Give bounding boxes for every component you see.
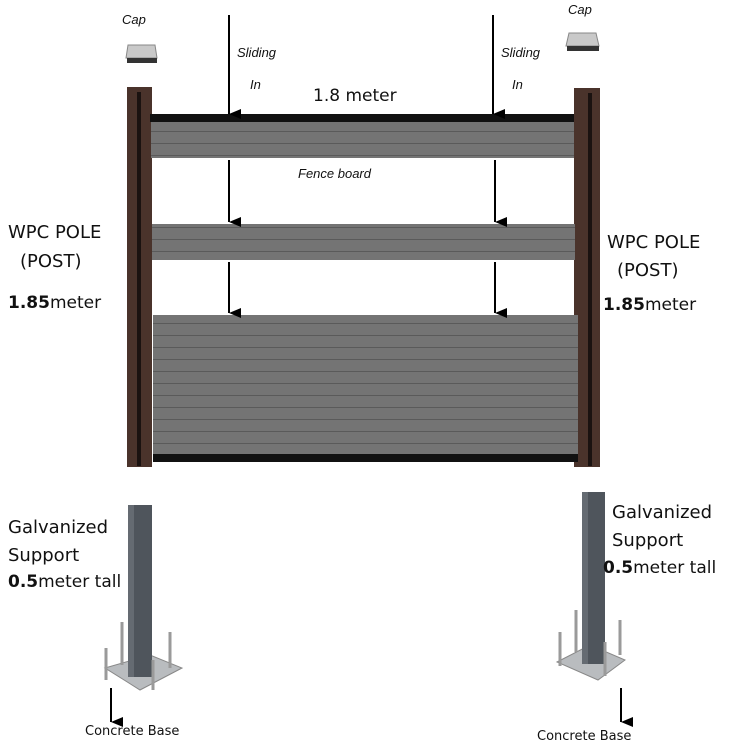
fence-board-label: Fence board xyxy=(298,166,371,181)
width-label: 1.8 meter xyxy=(313,86,397,106)
pole-label-left-line1: WPC POLE xyxy=(8,222,102,243)
bottom-rail xyxy=(153,454,578,462)
support-height-left: 0.5meter tall xyxy=(8,572,122,592)
cap-label-right: Cap xyxy=(568,2,592,17)
in-label-right: In xyxy=(512,77,523,92)
concrete-base-label-left: Concrete Base xyxy=(85,724,180,739)
support-label-right-line2: Support xyxy=(612,530,684,551)
cap-label-left: Cap xyxy=(122,12,146,27)
support-label-left-line1: Galvanized xyxy=(8,517,109,538)
fence-board-panel xyxy=(153,315,578,454)
sliding-label-right: Sliding xyxy=(501,45,541,60)
fence-board-middle xyxy=(152,224,575,260)
cap-right xyxy=(565,32,600,51)
pole-label-left-line2: (POST) xyxy=(20,251,82,272)
support-label-left-line2: Support xyxy=(8,545,80,566)
wpc-post-left xyxy=(127,87,152,467)
support-height-right: 0.5meter tall xyxy=(603,558,717,578)
pole-height-right: 1.85meter xyxy=(603,295,697,315)
galvanized-support-left xyxy=(103,505,184,691)
in-label-left: In xyxy=(250,77,261,92)
sliding-arrows xyxy=(110,15,633,727)
concrete-base-label-right: Concrete Base xyxy=(537,729,632,744)
pole-label-right-line2: (POST) xyxy=(617,260,679,281)
pole-label-right-line1: WPC POLE xyxy=(607,232,701,253)
galvanized-support-right xyxy=(555,492,626,681)
wpc-post-right xyxy=(574,88,600,467)
top-rail xyxy=(150,114,574,122)
fence-board-top xyxy=(151,122,574,158)
pole-height-left: 1.85meter xyxy=(8,293,102,313)
sliding-label-left: Sliding xyxy=(237,45,277,60)
cap-left xyxy=(125,44,158,63)
support-label-right-line1: Galvanized xyxy=(612,502,713,523)
